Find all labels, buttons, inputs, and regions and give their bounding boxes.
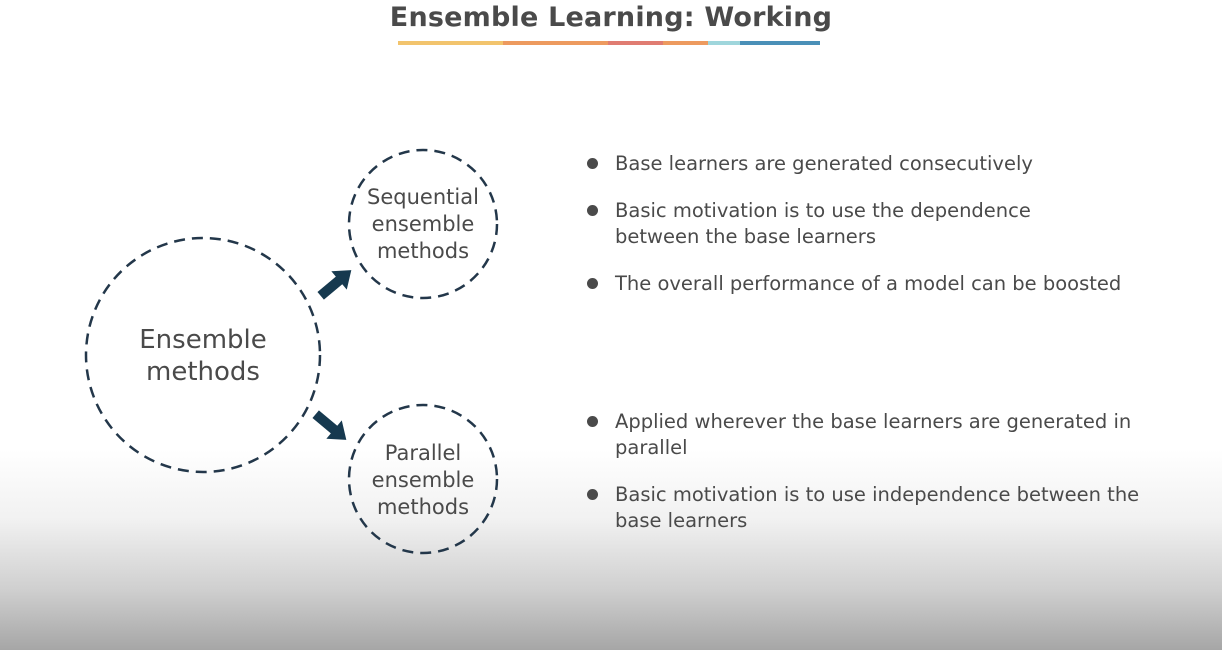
list-item: Applied wherever the base learners are g… xyxy=(585,409,1150,461)
point-text: Applied wherever the base learners are g… xyxy=(615,410,1132,459)
list-item: The overall performance of a model can b… xyxy=(585,271,1185,297)
ensemble-methods-label: Ensemble methods xyxy=(139,325,267,387)
bullet-icon xyxy=(587,205,598,216)
underline-segment xyxy=(740,41,820,45)
title-underline xyxy=(398,41,820,45)
bullet-icon xyxy=(587,489,598,500)
arrow-to-parallel xyxy=(312,410,347,440)
bullet-icon xyxy=(587,416,598,427)
underline-segment xyxy=(503,41,608,45)
parallel-methods-circle xyxy=(347,403,499,555)
arrow-to-sequential xyxy=(317,270,352,300)
point-text: The overall performance of a model can b… xyxy=(615,272,1122,295)
sequential-methods-circle xyxy=(347,148,499,300)
parallel-points-list: Applied wherever the base learners are g… xyxy=(585,409,1185,555)
list-item: Basic motivation is to use independence … xyxy=(585,482,1190,534)
point-text: Base learners are generated consecutivel… xyxy=(615,152,1033,175)
underline-segment xyxy=(398,41,503,45)
sequential-methods-label: Sequential ensemble methods xyxy=(367,185,479,263)
point-text: Basic motivation is to use the dependenc… xyxy=(615,199,1031,248)
list-item: Base learners are generated consecutivel… xyxy=(585,151,1185,177)
parallel-methods-label: Parallel ensemble methods xyxy=(371,441,475,519)
underline-segment xyxy=(663,41,708,45)
bullet-icon xyxy=(587,278,598,289)
page-title: Ensemble Learning: Working xyxy=(389,2,833,33)
list-item: Basic motivation is to use the dependenc… xyxy=(585,198,1055,250)
sequential-points-list: Base learners are generated consecutivel… xyxy=(585,151,1185,318)
underline-segment xyxy=(708,41,740,45)
ensemble-methods-circle xyxy=(84,236,322,474)
underline-segment xyxy=(608,41,663,45)
point-text: Basic motivation is to use independence … xyxy=(615,483,1140,532)
bullet-icon xyxy=(587,158,598,169)
